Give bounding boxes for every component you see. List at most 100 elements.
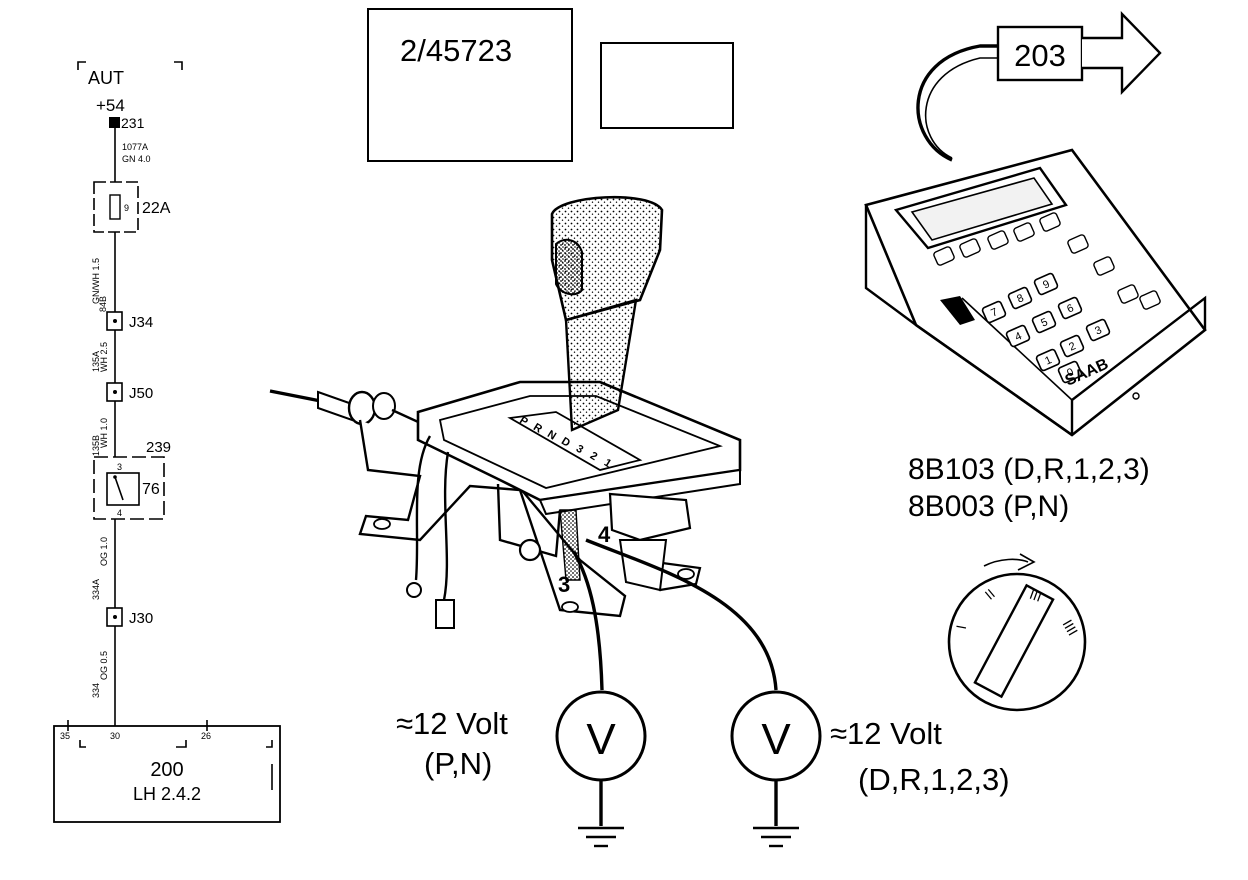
- bracket-hole-left: [373, 518, 391, 530]
- svg-text:2: 2: [1067, 340, 1077, 353]
- step-number-box: [996, 25, 1084, 82]
- code-park: 8B003 (P,N): [908, 490, 1069, 523]
- connector-231-terminal: [109, 117, 120, 128]
- ecu-box: [53, 725, 281, 823]
- tester-connector-port: [940, 296, 975, 325]
- step-number: 203: [1014, 38, 1066, 73]
- voltmeter-left-condition: (P,N): [424, 746, 492, 781]
- reference-box: [367, 8, 573, 162]
- relay-pin-bottom: 4: [117, 508, 122, 518]
- tester-key-2: 2: [1059, 334, 1085, 358]
- connector-231-label: 231: [121, 115, 145, 131]
- tester-key-9: 9: [1033, 272, 1059, 296]
- curved-arrow-inner: [924, 57, 998, 159]
- wire-135a-label: 135A: [91, 351, 101, 372]
- selector-switch-block: [608, 492, 692, 542]
- relay-switch-contact: [114, 476, 124, 501]
- tester-key-3: 3: [1085, 318, 1111, 342]
- gate-letter-3: 3: [574, 443, 586, 456]
- voltmeter-right-condition: (D,R,1,2,3): [858, 762, 1010, 797]
- harness-wire-b: [442, 451, 450, 601]
- tester-side-left: [864, 205, 917, 326]
- tester-bottom-edge: [915, 324, 1073, 436]
- housing-skirt: [538, 468, 741, 516]
- ecu-pin-30: 30: [110, 731, 120, 741]
- gate-letter-1: 1: [602, 457, 614, 470]
- ignition-position-I: I: [953, 624, 969, 631]
- step-arrow-head: [1082, 11, 1162, 95]
- junction-j34-label: J34: [129, 314, 153, 331]
- relay-contact-box: [106, 472, 140, 506]
- tester-side-right: [1070, 295, 1207, 435]
- wire-1077a-spec: GN 4.0: [122, 154, 151, 164]
- curved-arrow-stem: [916, 44, 998, 162]
- wire-84b-label: 84B: [98, 296, 108, 312]
- junction-j50-dot: [113, 390, 117, 394]
- ignition-position-IIII: IIII: [1060, 617, 1082, 638]
- wire-334-spec: OG 0.5: [99, 651, 109, 680]
- tester-function-key: [987, 230, 1009, 250]
- tester-function-key: [933, 246, 955, 266]
- svg-text:3: 3: [1093, 324, 1103, 337]
- terminal-3-label: 3: [558, 572, 570, 597]
- wire-334-label: 334: [91, 683, 101, 698]
- aut-label: AUT: [88, 68, 124, 88]
- wire-334a-label: 334A: [91, 579, 101, 600]
- rotation-arrow: [983, 558, 1029, 567]
- tester-function-key: [1067, 234, 1089, 254]
- tester-function-key: [1093, 256, 1115, 276]
- svg-text:7: 7: [989, 306, 999, 319]
- svg-text:0: 0: [1065, 366, 1075, 379]
- ecu-name: LH 2.4.2: [133, 784, 201, 804]
- relay-number: 76: [142, 481, 160, 498]
- step-arrow: 203: [916, 11, 1162, 162]
- svg-text:9: 9: [1041, 278, 1051, 291]
- svg-text:6: 6: [1065, 302, 1075, 315]
- junction-j50-label: J50: [129, 385, 153, 402]
- terminal-4-label: 4: [598, 522, 611, 547]
- fuse-number: 9: [124, 203, 129, 213]
- tester-function-key: [959, 238, 981, 258]
- code-drive: 8B103 (D,R,1,2,3): [908, 453, 1150, 486]
- wire-135b-label: 135B: [91, 435, 101, 456]
- ecu-pin-26: 26: [201, 731, 211, 741]
- wire-1077a-label: 1077A: [122, 142, 148, 152]
- voltmeter-right-symbol: V: [761, 715, 791, 764]
- ecu-bracket-mid: [176, 740, 187, 748]
- wire-135b-spec: WH 1.0: [99, 418, 109, 448]
- cable-clamp: [347, 390, 377, 426]
- voltmeter-left-symbol: V: [586, 715, 616, 764]
- ecu-bracket-left: [79, 740, 86, 748]
- svg-text:4: 4: [1013, 330, 1023, 343]
- test-lead-right: [585, 538, 778, 691]
- spade-connector: [435, 599, 455, 629]
- tester-key-7: 7: [981, 300, 1007, 324]
- wire-135a-spec: WH 2.5: [99, 342, 109, 372]
- bracket-hole-bottom: [561, 601, 579, 613]
- svg-text:8: 8: [1015, 292, 1025, 305]
- rotation-arrow-head: [1017, 553, 1036, 571]
- tester-grip-line: [961, 297, 1073, 401]
- ring-terminal: [406, 582, 422, 598]
- svg-text:5: 5: [1039, 316, 1049, 329]
- gate-letter-2: 2: [588, 450, 600, 463]
- harness-wire-a: [414, 435, 432, 581]
- fuse-9: [109, 194, 121, 220]
- tester-function-key: [1013, 222, 1035, 242]
- relay-contact-dot: [113, 475, 117, 479]
- ignition-position-III: III: [1027, 586, 1043, 605]
- blank-box: [600, 42, 734, 129]
- tester-display-screen: [910, 177, 1054, 241]
- tester-key-0: 0: [1057, 360, 1083, 384]
- test-lead-left: [572, 551, 604, 691]
- relay-pin-top: 3: [117, 462, 122, 472]
- aut-bracket-right: [174, 61, 183, 70]
- reference-code: 2/45723: [400, 33, 512, 68]
- cable-end: [317, 390, 353, 422]
- ignition-key-slot: [973, 583, 1055, 699]
- fuse-box-label: 22A: [142, 200, 171, 217]
- tester-key-6: 6: [1057, 296, 1083, 320]
